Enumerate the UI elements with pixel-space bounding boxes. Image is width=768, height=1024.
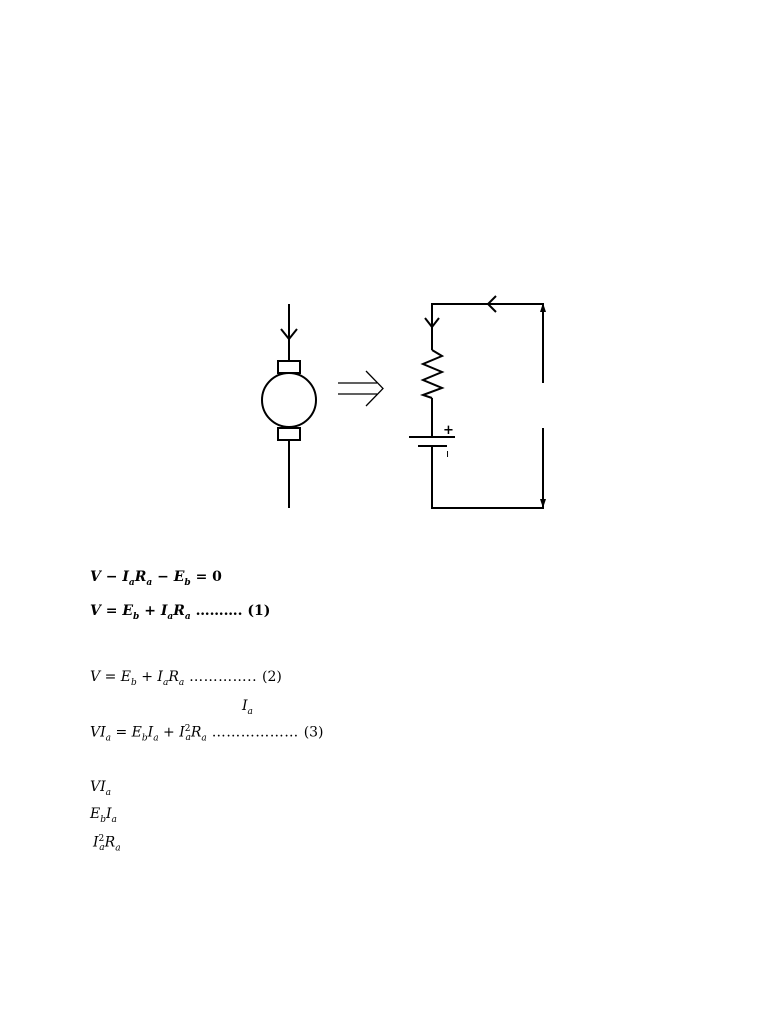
current-arrow-down-icon bbox=[424, 317, 440, 329]
circuit-wire-top bbox=[431, 303, 544, 383]
current-arrow-left-icon bbox=[486, 295, 497, 313]
circuit-wire-bottom bbox=[431, 428, 544, 509]
armature-resistance-symbol bbox=[419, 349, 445, 399]
current-arrow-down-icon bbox=[280, 328, 298, 341]
equation-3: VIa = EbIa + I2aRa ……………… (3) bbox=[90, 724, 324, 744]
equation-1: V = Eb + IaRa ………. (1) bbox=[90, 603, 271, 622]
term-copper-loss: I2aRa bbox=[93, 834, 121, 854]
motor-armature bbox=[261, 372, 317, 428]
battery-plus-label: + bbox=[443, 423, 454, 438]
multiplier-ia: Ia bbox=[242, 698, 253, 717]
equivalent-circuit bbox=[409, 295, 544, 509]
equation-kvl: V − IaRa − Eb = 0 bbox=[90, 569, 222, 588]
terminal-arrow-down-icon bbox=[540, 499, 546, 508]
terminal-arrow-up-icon bbox=[540, 303, 546, 312]
equation-2: V = Eb + IaRa ………….. (2) bbox=[90, 669, 282, 688]
implies-arrow-icon bbox=[338, 370, 384, 407]
motor-top-brush bbox=[277, 360, 301, 374]
motor-bottom-brush bbox=[277, 427, 301, 441]
term-input-power: VIa bbox=[90, 779, 112, 798]
term-mechanical-power: EbIa bbox=[90, 806, 117, 825]
battery-minus-label: ı bbox=[446, 447, 449, 460]
dc-motor-symbol bbox=[261, 304, 317, 508]
